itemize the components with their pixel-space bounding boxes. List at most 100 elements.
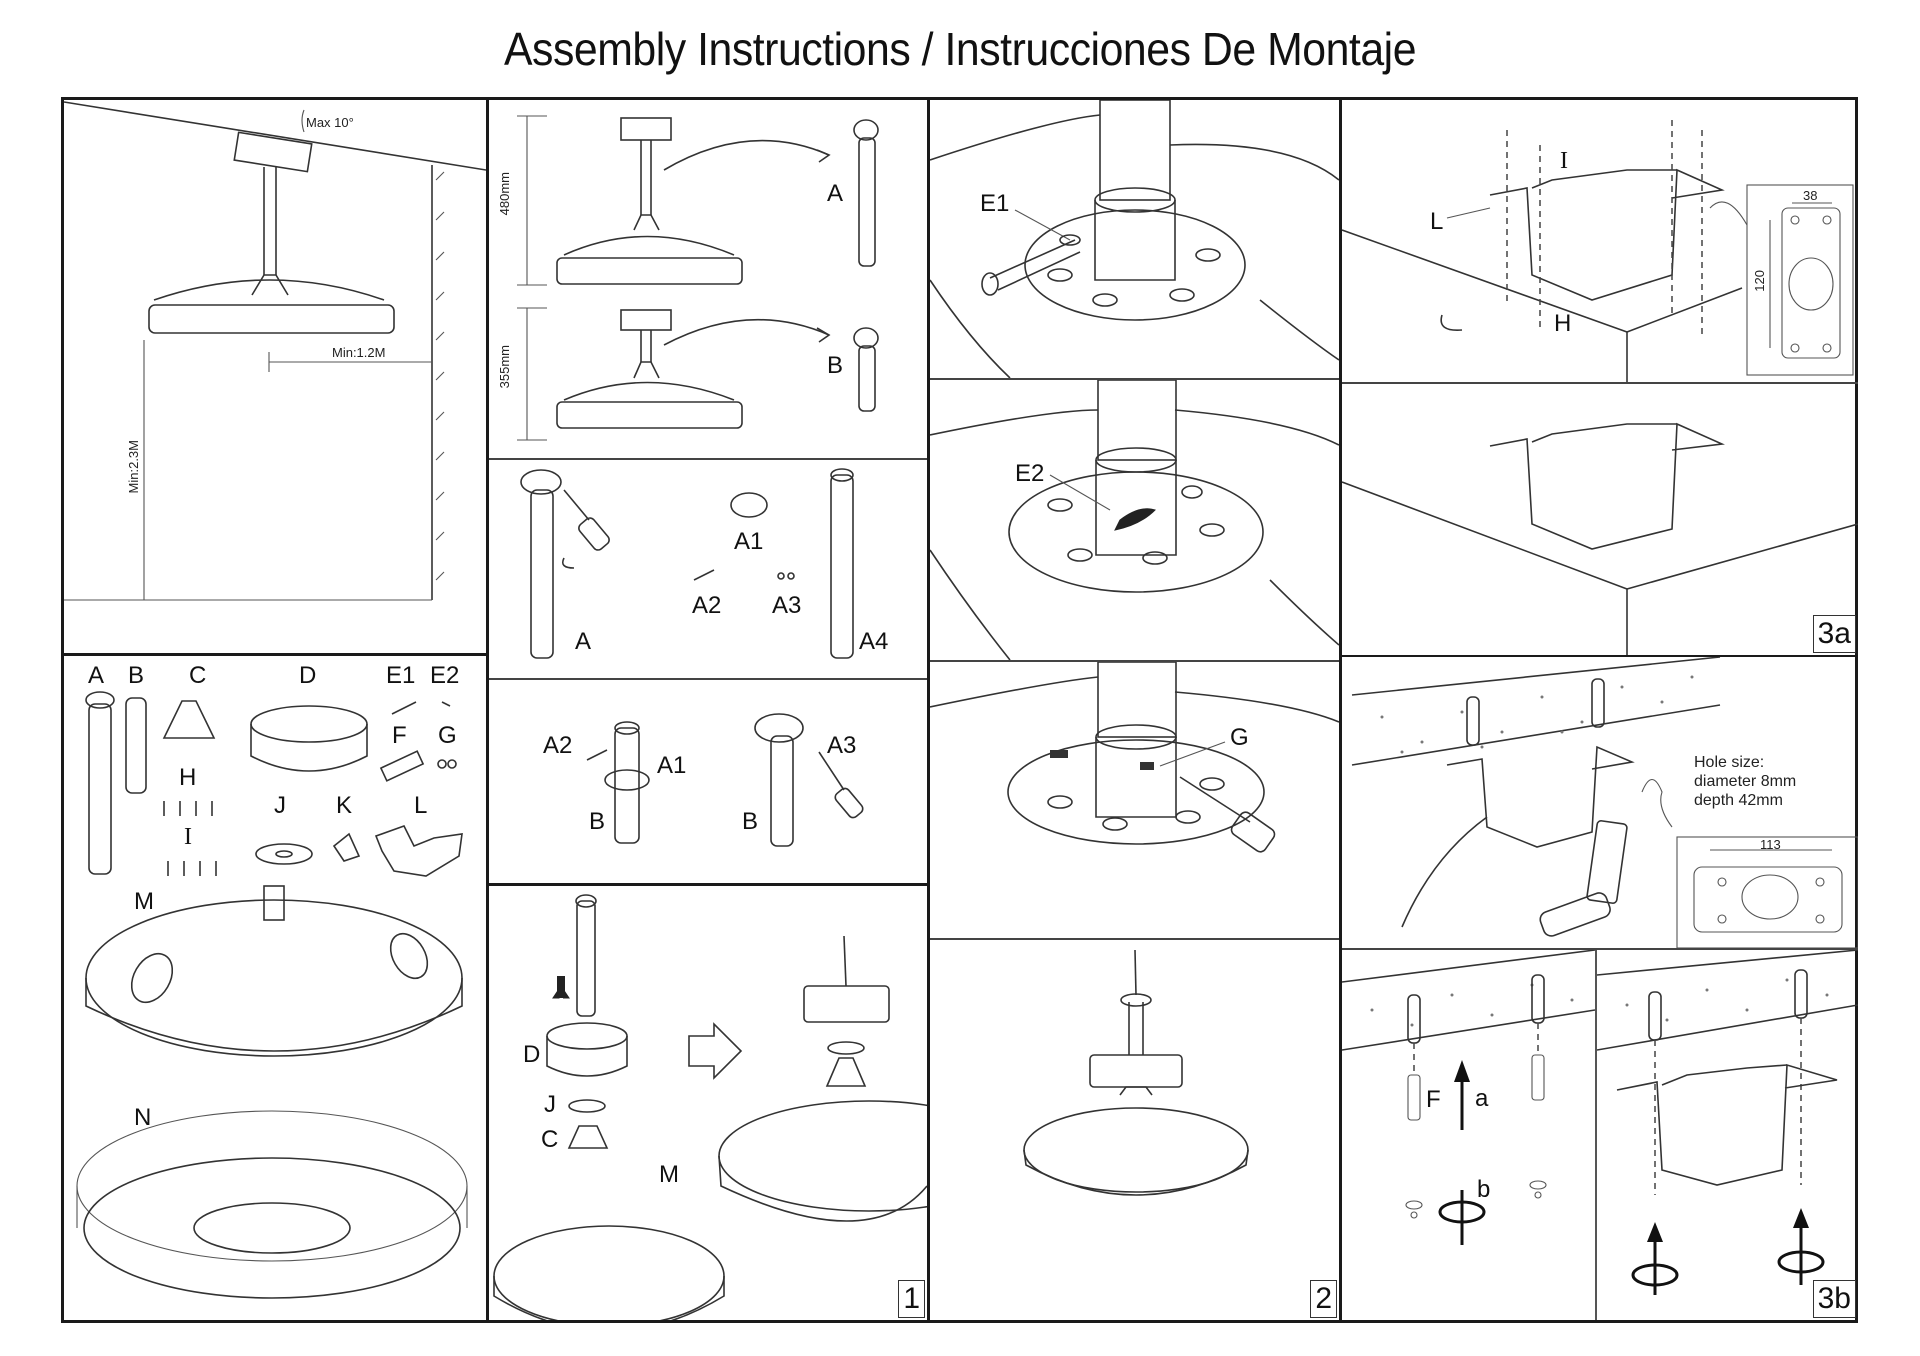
part-label-i: I: [184, 824, 192, 850]
bracket-mounted-diagram: [1342, 422, 1858, 655]
panel-step-3b-bracket: 3b: [1597, 950, 1858, 1320]
step-number-badge: 2: [1310, 1280, 1337, 1318]
ring-label: J: [544, 1091, 556, 1118]
cap-label: A1: [734, 528, 764, 555]
divider: [930, 938, 1339, 940]
part-label-k: K: [336, 792, 353, 819]
pin-label: E1: [980, 190, 1010, 217]
screws-label: A3: [827, 732, 857, 759]
panel-step-3a-mount: I L H 38 120: [1342, 100, 1858, 382]
divider: [1342, 948, 1858, 950]
panel-step-1: D J C M 1: [489, 886, 927, 1320]
panel-step-3a-result: 3a: [1342, 384, 1858, 655]
bracket-label: L: [1430, 208, 1444, 235]
step-a-label: a: [1475, 1085, 1489, 1112]
part-label-e2: E2: [430, 662, 460, 689]
downrod-reassembly-diagram: [586, 713, 864, 847]
panel-downrod-choice: 480mm 355mm A B: [489, 100, 927, 458]
clip-insert-diagram: [930, 380, 1339, 660]
parts-diagram: [76, 691, 468, 1299]
panel-clearance: Max 10° Min:1.2M Min:2.3M: [64, 100, 486, 653]
cap-label: A1: [657, 752, 687, 779]
step-number-badge: 3b: [1812, 1280, 1856, 1318]
divider: [930, 378, 1339, 380]
step-1-diagram: [493, 894, 927, 1320]
panel-step-2-clip: E2: [930, 380, 1339, 660]
instruction-sheet: Max 10° Min:1.2M Min:2.3M: [61, 97, 1858, 1323]
screws-label: I: [1560, 148, 1568, 174]
screws-label: A3: [772, 592, 802, 619]
canopy-label: D: [523, 1041, 541, 1068]
rod-label: A: [575, 628, 592, 655]
panel-downrod-disassembly: A A1 A2 A3 A4: [489, 460, 927, 678]
dim-width-label: 113: [1760, 837, 1781, 852]
drill-diagram: [1351, 657, 1858, 948]
divider: [930, 660, 1339, 662]
divider: [64, 653, 486, 656]
dim-height-label: 120: [1752, 270, 1767, 292]
cover-label: C: [541, 1126, 559, 1153]
pin-insert-diagram: [930, 100, 1339, 378]
part-label-l: L: [414, 792, 428, 819]
hole-size-line: diameter 8mm: [1694, 773, 1797, 790]
tube-label: A4: [859, 628, 889, 655]
part-label-j: J: [274, 792, 286, 819]
floor-height-label: Min:2.3M: [126, 440, 141, 494]
step-number-badge: 1: [898, 1280, 925, 1318]
panel-step-2-result: 2: [930, 940, 1339, 1320]
panel-step-3b-anchors: F a b: [1342, 950, 1595, 1320]
part-label-b: B: [128, 662, 145, 689]
anchors-label: H: [1554, 310, 1572, 337]
divider: [489, 678, 927, 680]
divider: [1342, 655, 1858, 657]
clearance-diagram: [64, 101, 486, 601]
page-title: Assembly Instructions / Instrucciones De…: [503, 23, 1417, 75]
pin-label: A2: [543, 732, 573, 759]
part-label-c: C: [189, 662, 207, 689]
divider: [489, 458, 927, 460]
anchor-insert-diagram: [1342, 950, 1595, 1245]
step-number-badge: 3a: [1812, 615, 1856, 653]
divider: [1342, 382, 1858, 384]
panel-step-3-drill: Hole size: diameter 8mm depth 42mm 113: [1342, 657, 1858, 948]
bracket-mount-diagram: [1342, 120, 1854, 382]
rod-label-right: B: [742, 808, 759, 835]
anchor-label: F: [1426, 1086, 1441, 1113]
short-height-label: 355mm: [497, 345, 512, 389]
panel-step-2-screw: G: [930, 662, 1339, 938]
divider: [486, 100, 489, 1320]
downrod-choice-diagram: [517, 115, 879, 441]
part-label-m: M: [134, 888, 154, 915]
hole-size-line: depth 42mm: [1694, 792, 1783, 809]
long-rod-label: A: [827, 180, 844, 207]
screw-label: G: [1230, 724, 1249, 751]
divider: [1595, 950, 1597, 1320]
part-label-h: H: [179, 764, 197, 791]
angle-label: Max 10°: [306, 115, 354, 130]
part-label-g: G: [438, 722, 457, 749]
short-rod-label: B: [827, 352, 844, 379]
motor-label: M: [659, 1161, 679, 1188]
panel-parts: A B C D E1 E2 F G H I J K L M N: [64, 656, 486, 1320]
rod-label-left: B: [589, 808, 606, 835]
panel-downrod-reassembly: A2 A1 B B A3: [489, 680, 927, 883]
part-label-f: F: [392, 722, 407, 749]
hole-size-line: Hole size:: [1694, 754, 1765, 771]
assembled-fan-diagram: [1023, 949, 1249, 1196]
panel-step-2-pin: E1: [930, 100, 1339, 378]
divider: [489, 883, 927, 886]
bracket-bolt-diagram: [1597, 950, 1858, 1295]
divider: [927, 100, 930, 1320]
pin-label: A2: [692, 592, 722, 619]
wall-distance-label: Min:1.2M: [332, 345, 386, 360]
dim-width-label: 38: [1803, 188, 1818, 203]
part-label-n: N: [134, 1104, 152, 1131]
hole-size-note: Hole size: diameter 8mm depth 42mm: [1694, 753, 1796, 810]
part-label-d: D: [299, 662, 317, 689]
clip-label: E2: [1015, 460, 1045, 487]
part-label-a: A: [88, 662, 105, 689]
part-label-e1: E1: [386, 662, 416, 689]
divider: [1339, 100, 1342, 1320]
downrod-disassembly-diagram: [520, 468, 854, 659]
screw-tighten-diagram: [930, 662, 1339, 853]
